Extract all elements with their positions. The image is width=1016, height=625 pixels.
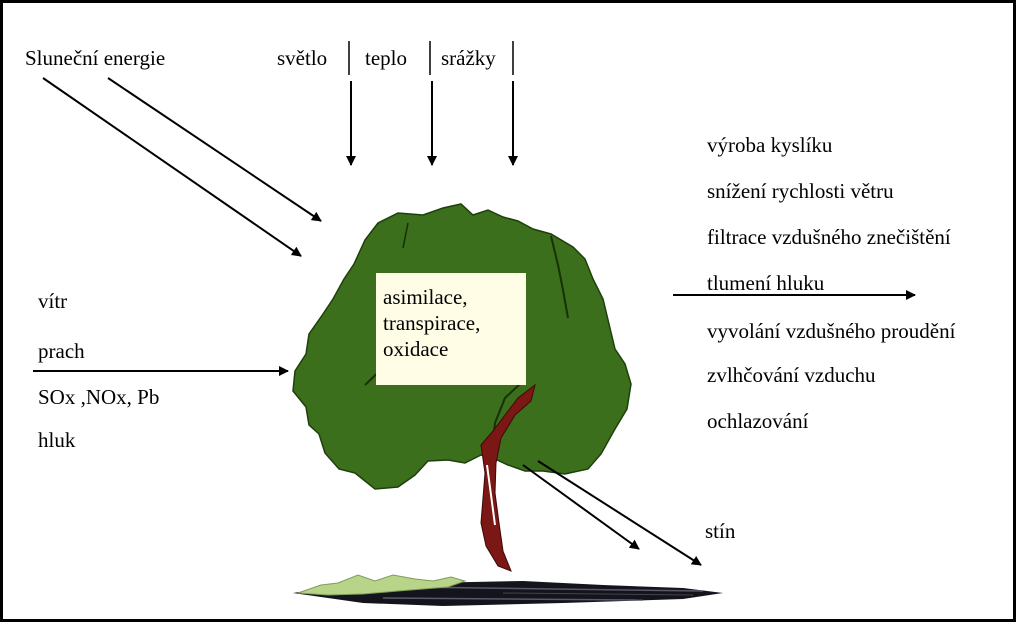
heat-label: teplo <box>365 48 407 69</box>
shade-label: stín <box>705 521 735 542</box>
benefit-label: vyvolání vzdušného proudění <box>707 321 955 342</box>
benefit-label: tlumení hluku <box>707 273 824 294</box>
process-label: asimilace, <box>383 287 468 308</box>
input-label-pollutants: SOx ,NOx, Pb <box>38 387 159 408</box>
solar-energy-label: Sluneční energie <box>25 48 165 69</box>
solar-arrow-1 <box>43 78 301 256</box>
benefit-label: zvlhčování vzduchu <box>707 365 876 386</box>
input-label-dust: prach <box>38 341 85 362</box>
benefit-label: snížení rychlosti větru <box>707 181 894 202</box>
process-label: oxidace <box>383 339 448 360</box>
precipitation-label: srážky <box>441 48 496 69</box>
light-label: světlo <box>277 48 327 69</box>
benefit-label: výroba kyslíku <box>707 135 832 156</box>
process-label: transpirace, <box>383 313 480 334</box>
process-box: asimilace, transpirace, oxidace <box>376 273 526 385</box>
shade-arrow-2 <box>538 461 701 565</box>
solar-arrow-2 <box>108 78 321 221</box>
benefit-label: filtrace vzdušného znečištění <box>707 227 951 248</box>
benefit-label: ochlazování <box>707 411 808 432</box>
input-label-wind: vítr <box>38 291 67 312</box>
shade-arrow-1 <box>523 465 639 549</box>
input-label-noise: hluk <box>38 430 75 451</box>
